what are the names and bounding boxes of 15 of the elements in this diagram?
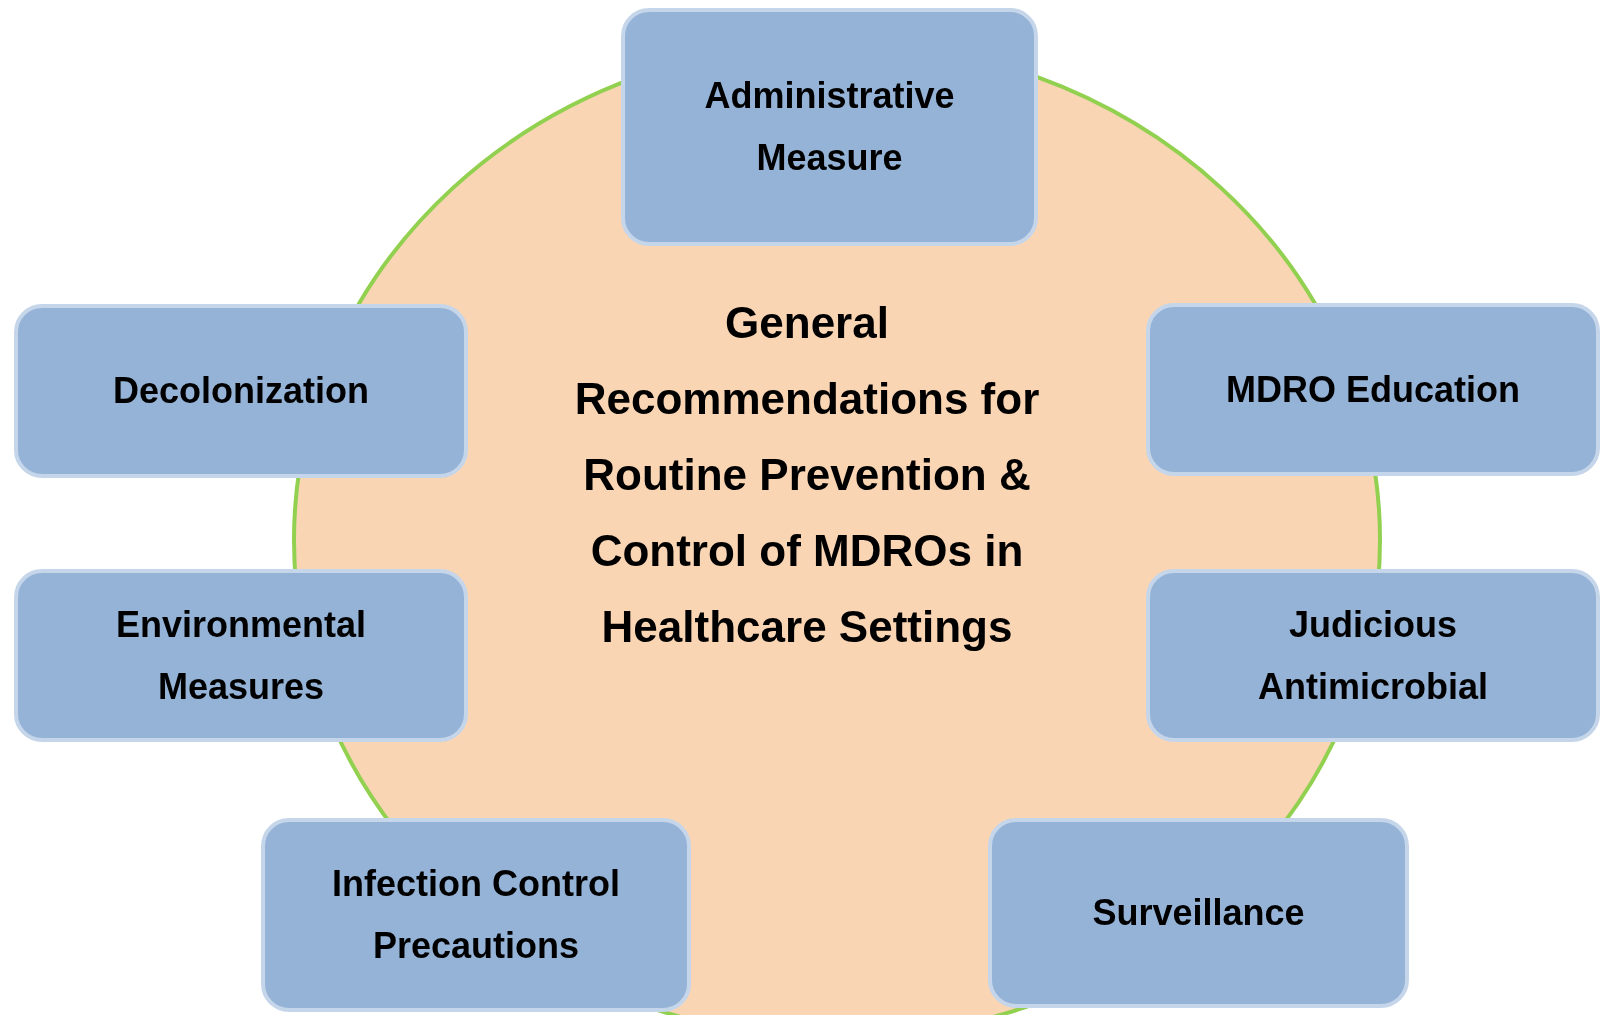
- category-label: Judicious Antimicrobial: [1257, 602, 1489, 709]
- category-label: Infection Control Precautions: [331, 862, 621, 968]
- category-label: Environmental Measures: [114, 602, 368, 709]
- category-label: MDRO Education: [1226, 367, 1520, 412]
- category-label: Decolonization: [113, 369, 369, 413]
- category-box: [988, 818, 1409, 1008]
- category-label: Administrative Measure: [703, 74, 956, 180]
- category-box: [1146, 303, 1600, 476]
- category-box: [14, 569, 468, 742]
- central-title: General Recommendations for Routine Prevention & Control of MDROs in Healthcare Settings: [573, 297, 1041, 653]
- category-box: [1146, 569, 1600, 742]
- category-box: [261, 818, 691, 1012]
- category-box: [14, 304, 468, 478]
- category-box: [621, 8, 1038, 246]
- category-label: Surveillance: [1092, 891, 1305, 935]
